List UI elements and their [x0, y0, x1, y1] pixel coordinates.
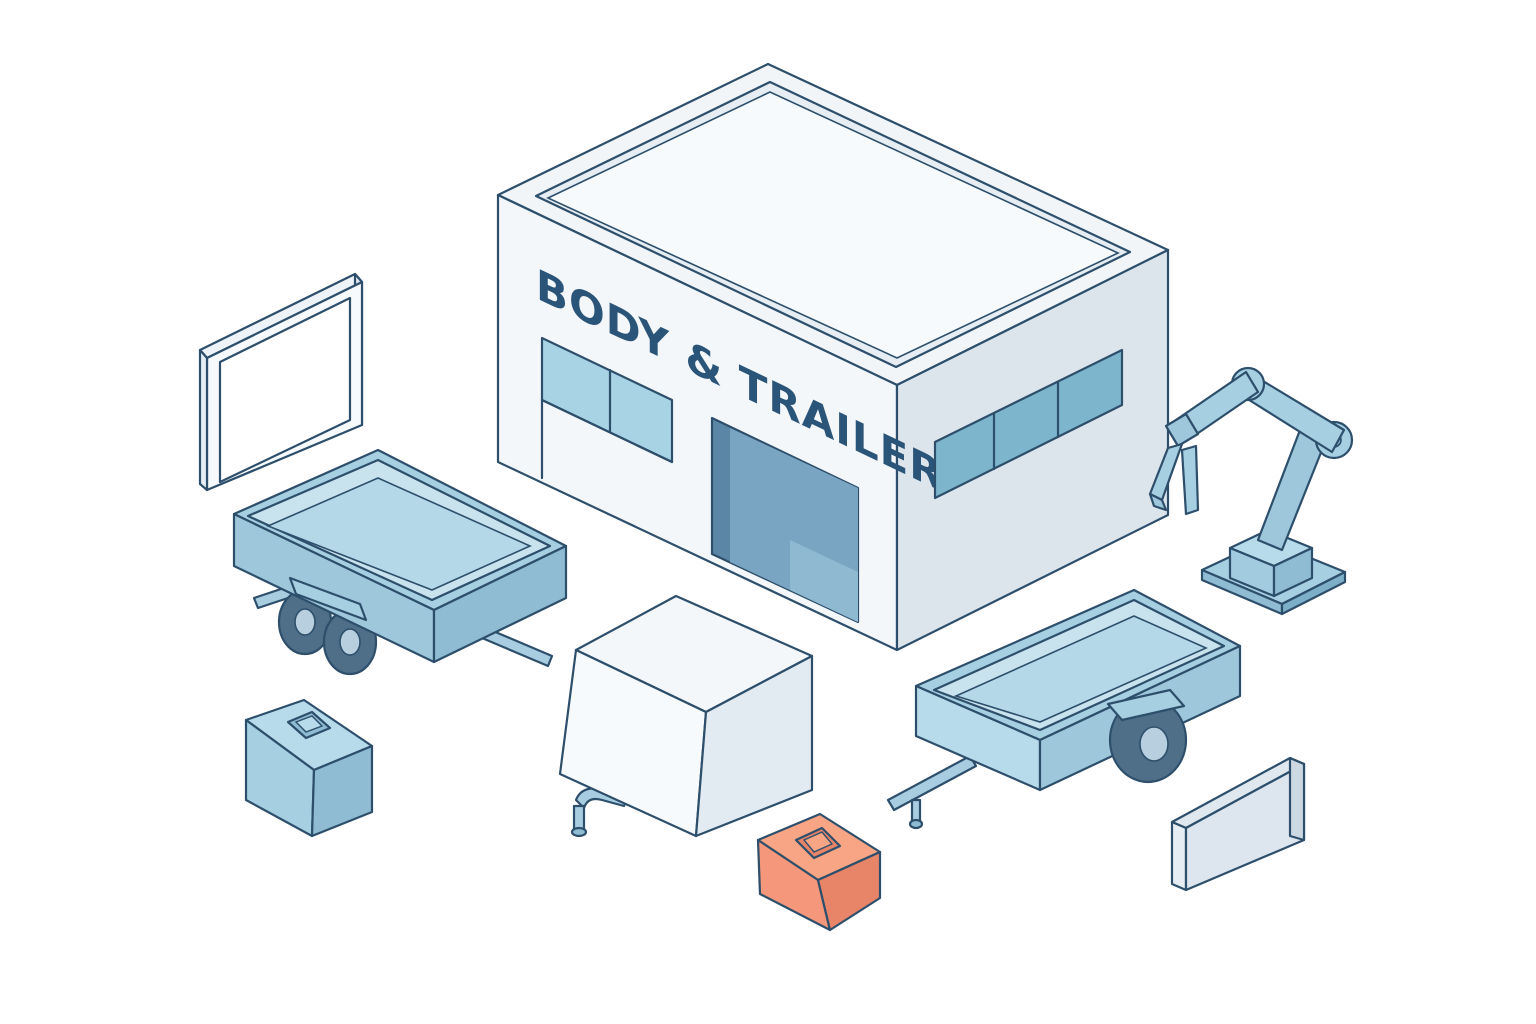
building: BODY & TRAILER [496, 62, 1170, 652]
front-window [540, 336, 674, 464]
flatbed-trailer-icon [886, 588, 1242, 830]
robot-arm-icon [1148, 366, 1354, 616]
panel-icon [198, 272, 364, 492]
side-window [933, 348, 1124, 500]
toolbox-icon [244, 698, 374, 838]
panel-icon [1170, 756, 1306, 892]
flatbed-trailer-icon [232, 448, 568, 676]
enclosed-trailer-icon [558, 594, 814, 838]
toolbox-icon [756, 812, 882, 932]
garage-door [710, 416, 860, 624]
